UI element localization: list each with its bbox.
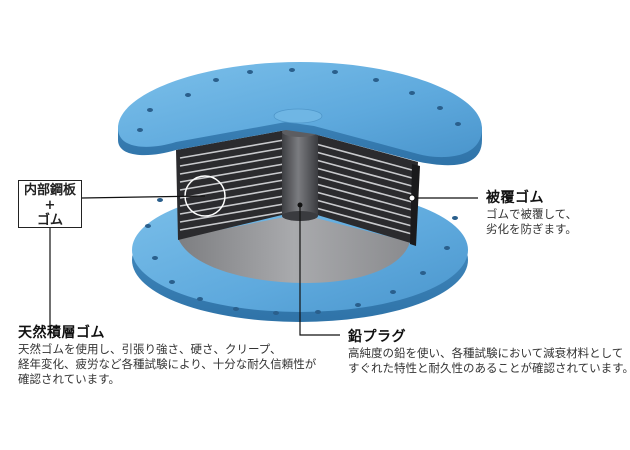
top-flange-bolt-holes (137, 68, 461, 132)
top-flange-center-recess (273, 108, 323, 124)
label-inner-steel-plate-rubber: 内部鋼板 + ゴム (18, 180, 82, 228)
top-flange (118, 62, 482, 166)
laminated-rubber-desc-line3: 確認されています。 (18, 372, 121, 386)
cover-rubber-desc-line2: 劣化を防ぎます。 (486, 222, 577, 236)
cover-rubber-desc-line1: ゴムで被覆して、 (486, 207, 578, 221)
lead-plug-desc-line1: 高純度の鉛を使い、各種試験において減衰材料として (348, 346, 624, 360)
lead-plug-desc-line2: すぐれた特性と耐久性のあることが確認されています。 (348, 361, 630, 375)
label-inner-steel-line3: ゴム (36, 213, 63, 228)
label-inner-steel-line1: 内部鋼板 (23, 183, 76, 198)
internal-steel-base-plate (178, 214, 410, 283)
leader-dot-cover-rubber (408, 194, 416, 202)
lead-plug (282, 127, 318, 221)
leader-dot-lead-plug (297, 202, 303, 208)
laminated-rubber-layers-right (314, 134, 420, 246)
lead-plug-title: 鉛プラグ (348, 329, 406, 345)
leader-lines (49, 195, 478, 336)
cover-rubber-title: 被覆ゴム (486, 190, 544, 206)
leader-line-lead-plug (299, 205, 340, 336)
laminated-rubber-desc-line1: 天然ゴムを使用し、引張り強さ、硬さ、クリープ、 (18, 342, 282, 356)
bottom-flange-bolt-holes (145, 198, 458, 315)
laminated-rubber-layers (176, 130, 286, 240)
label-inner-steel-line2: + (44, 198, 56, 213)
cover-rubber-layer (410, 164, 420, 246)
leader-line-inner-steel (81, 195, 206, 199)
laminated-rubber-desc-line2: 経年変化、疲労など各種試験により、十分な耐久信頼性が (18, 357, 317, 371)
laminated-rubber-title: 天然積層ゴム (18, 325, 105, 341)
